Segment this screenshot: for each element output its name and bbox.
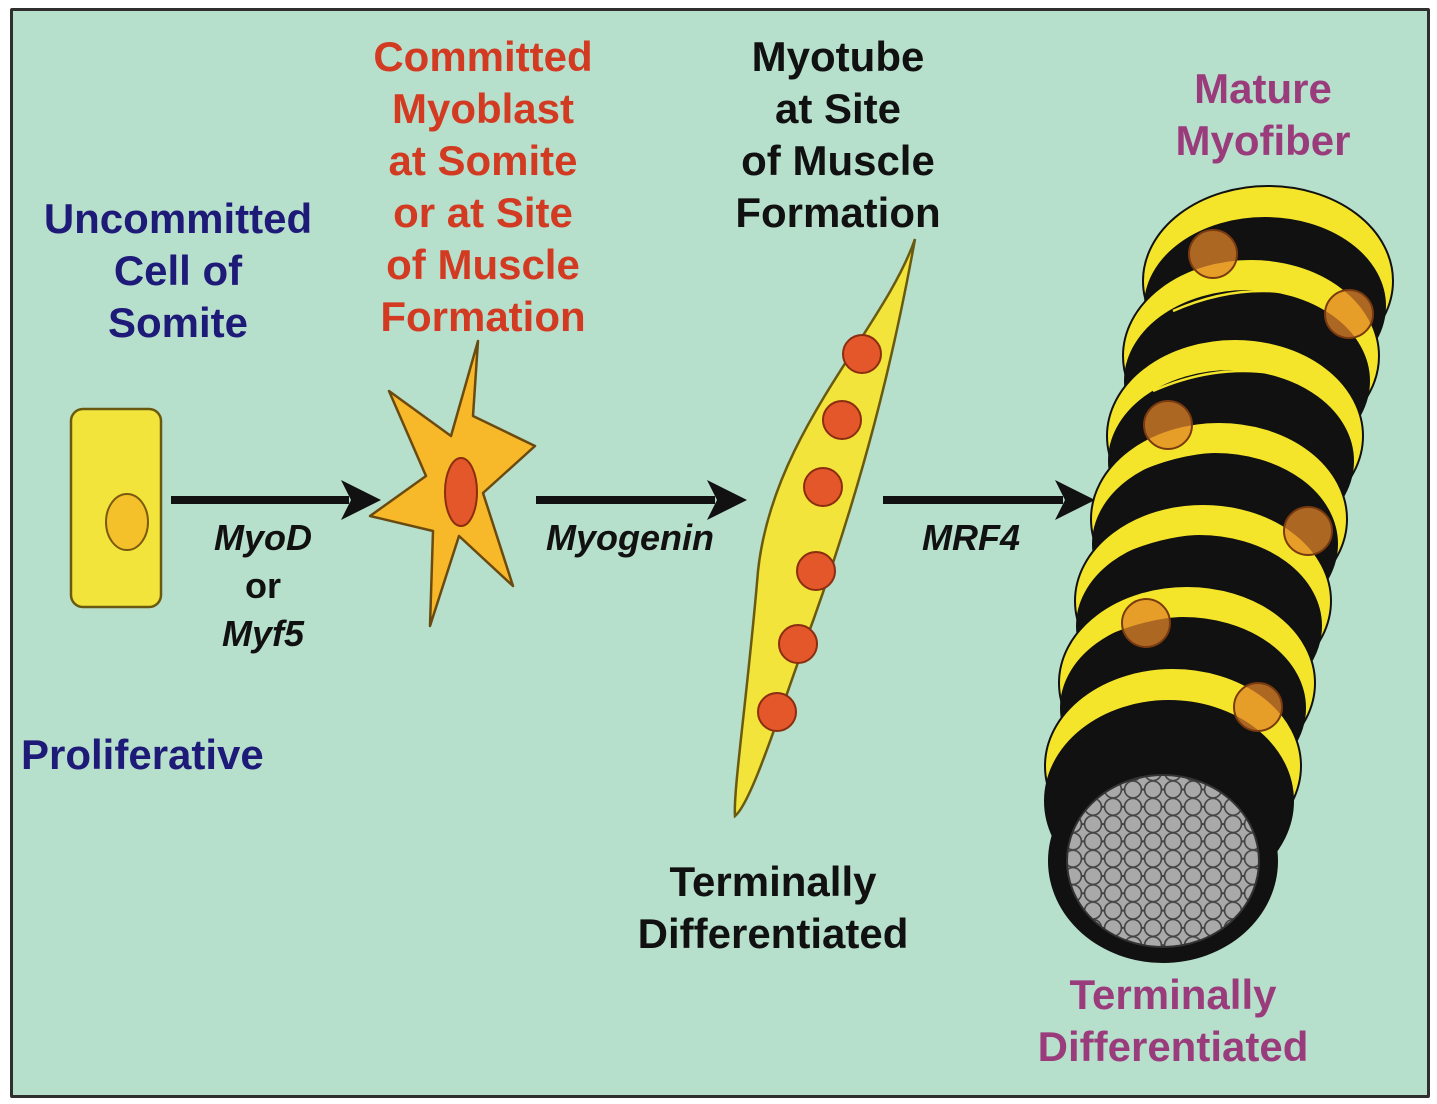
- myoblast-icon: [370, 341, 535, 626]
- label-line: Differentiated: [603, 908, 943, 960]
- label-line: Somite: [23, 297, 333, 349]
- myotube-icon: [735, 239, 915, 816]
- label-line: of Muscle: [703, 135, 973, 187]
- uncommitted-cell-label: Uncommitted Cell of Somite: [23, 193, 333, 349]
- label-line: Myotube: [703, 31, 973, 83]
- label-line: Myoblast: [343, 83, 623, 135]
- gene-myod: MyoD: [193, 514, 333, 562]
- label-line: Mature: [1143, 63, 1383, 115]
- proliferative-label: Proliferative: [21, 729, 311, 781]
- diagram-frame: Uncommitted Cell of Somite Committed Myo…: [10, 8, 1430, 1098]
- gene-label-myogenin: Myogenin: [525, 514, 735, 562]
- label-line: Committed: [343, 31, 623, 83]
- label-line: Formation: [343, 291, 623, 343]
- label-line: Terminally: [1003, 969, 1343, 1021]
- label-line: of Muscle: [343, 239, 623, 291]
- mature-myofiber-label: Mature Myofiber: [1143, 63, 1383, 167]
- terminally-differentiated-label-1: Terminally Differentiated: [603, 856, 943, 960]
- label-line: at Site: [703, 83, 973, 135]
- committed-myoblast-label: Committed Myoblast at Somite or at Site …: [343, 31, 623, 343]
- label-line: Differentiated: [1003, 1021, 1343, 1073]
- myofiber-icon: [1045, 186, 1393, 963]
- gene-label-mrf4: MRF4: [901, 514, 1041, 562]
- label-line: Myofiber: [1143, 115, 1383, 167]
- gene-myf5: Myf5: [193, 610, 333, 658]
- label-line: Terminally: [603, 856, 943, 908]
- label-line: or at Site: [343, 187, 623, 239]
- gene-or: or: [193, 562, 333, 610]
- somite-cell-icon: [71, 409, 161, 607]
- label-line: Uncommitted: [23, 193, 333, 245]
- gene-label-myod-myf5: MyoD or Myf5: [193, 514, 333, 658]
- label-line: Cell of: [23, 245, 333, 297]
- myotube-label: Myotube at Site of Muscle Formation: [703, 31, 973, 239]
- label-line: Formation: [703, 187, 973, 239]
- terminally-differentiated-label-2: Terminally Differentiated: [1003, 969, 1343, 1073]
- label-line: at Somite: [343, 135, 623, 187]
